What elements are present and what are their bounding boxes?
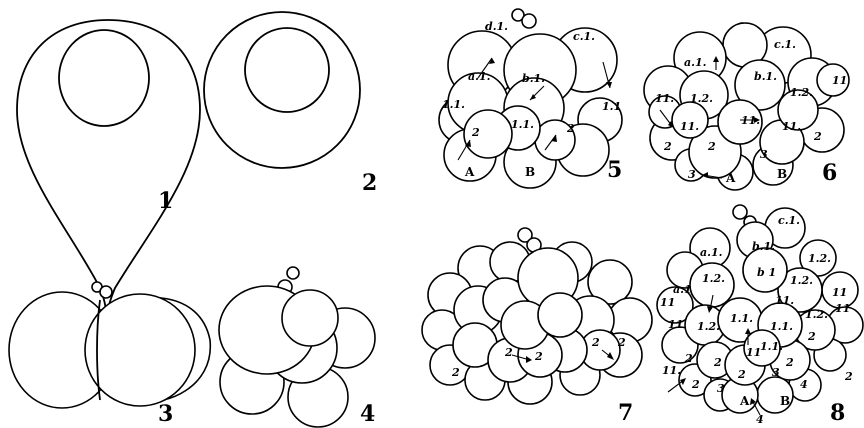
- cell-label: 1.2.: [805, 308, 828, 321]
- polar-body: [522, 14, 536, 28]
- cell-label: 2: [785, 356, 794, 369]
- egg-outline: [204, 12, 360, 168]
- cell-label: 1.1.: [760, 340, 783, 353]
- figure-number-5: 5: [607, 157, 622, 183]
- cell-label: 2: [713, 356, 722, 369]
- cell-label: a.1.: [700, 246, 723, 259]
- cell-label: 11.: [655, 92, 674, 105]
- cell-label: 11.: [662, 364, 681, 377]
- cell-label: 1.1.: [442, 98, 465, 111]
- cell-label: 11: [668, 318, 683, 331]
- cell-label: 11.: [782, 120, 801, 133]
- cell-label: c.1.: [778, 214, 800, 227]
- cell-label: 1.2.: [808, 252, 831, 265]
- figure-7: 2 2 2 2 2 7: [422, 228, 652, 426]
- cell-label: 1.1: [602, 100, 621, 113]
- cell-label: 1.1.: [730, 312, 753, 325]
- cell-label: 11: [832, 74, 847, 87]
- cell-label: 3: [688, 168, 696, 181]
- figure-number-1: 1: [158, 188, 173, 214]
- pole-label: B: [780, 394, 790, 408]
- figure-number-7: 7: [618, 400, 633, 426]
- cell-label: 11: [660, 296, 675, 309]
- cell-label: d.1.: [485, 20, 508, 33]
- cell-label: 1.2.: [702, 272, 725, 285]
- cell-label: 2: [737, 368, 746, 381]
- figure-6: c.1. a.1. b.1. 1.2. 1.2. 11 11. 11. 11. …: [644, 23, 849, 190]
- cell-label: 1.2.: [790, 86, 813, 99]
- cell-label: a.1: [673, 283, 692, 296]
- cell-label: 2: [691, 378, 700, 391]
- cell-label: 1.1.: [770, 320, 793, 333]
- cell-label: 3: [760, 148, 768, 161]
- cell-label: 11.: [680, 120, 699, 133]
- cell-label: 2: [684, 352, 693, 365]
- cell-label: 11: [832, 286, 847, 299]
- cell-label: 2: [813, 130, 822, 143]
- cell-label: 2: [504, 346, 513, 359]
- cell-label: 3: [717, 382, 725, 395]
- figure-number-2: 2: [362, 170, 377, 196]
- cell-label: 3: [772, 366, 780, 379]
- figure-8: c.1. a.1. b.1. 1.2. a.1 1.2. b 1 1.2. 11…: [657, 205, 863, 426]
- cell-label: 2: [591, 336, 600, 349]
- cell-label: 2: [707, 140, 716, 153]
- figure-number-3: 3: [158, 401, 173, 427]
- cell-label: c.1.: [774, 38, 796, 51]
- cell-label: 2: [807, 330, 816, 343]
- figure-2: 2: [204, 12, 377, 196]
- cell-label: 2: [451, 366, 460, 379]
- figure-3: 3: [9, 282, 210, 427]
- cell-label: 11: [835, 302, 850, 315]
- cell-label: 4: [800, 378, 808, 391]
- figure-4: 4: [219, 267, 375, 427]
- blastomere: [538, 293, 582, 337]
- blastomere-right: [85, 294, 195, 406]
- cell-label: b.1.: [754, 70, 777, 83]
- polar-body: [100, 286, 112, 298]
- cell-label: b 1: [757, 266, 776, 279]
- polar-body: [287, 267, 299, 279]
- pole-label: B: [777, 167, 787, 181]
- cell-label: b.1.: [752, 240, 775, 253]
- nucleus: [59, 30, 149, 126]
- cell-label: 2: [617, 336, 626, 349]
- cell-label: a.1.: [684, 56, 707, 69]
- cell-label: b.1.: [522, 72, 545, 85]
- cell-label: 2: [471, 126, 480, 139]
- polar-body: [733, 205, 747, 219]
- nucleus: [245, 28, 329, 112]
- cell-label: 2: [663, 140, 672, 153]
- figure-5: d.1. c.1. a.1. b.1. 1.1. 1.1 1.1. 2 2 A …: [0, 0, 622, 188]
- pole-label: B: [525, 165, 535, 179]
- pole-label: A: [725, 171, 736, 185]
- cell-label: 1.2.: [790, 274, 813, 287]
- cell-label: 1.2.: [697, 320, 720, 333]
- arrowhead: [606, 82, 612, 88]
- cell-label: 2: [534, 350, 543, 363]
- blastomere: [282, 290, 338, 346]
- cell-label: 11.: [775, 294, 794, 307]
- cell-label: 2: [566, 122, 575, 135]
- figure-number-6: 6: [822, 160, 837, 186]
- cell-label: c.1.: [573, 30, 595, 43]
- cell-label: 1.2.: [690, 92, 713, 105]
- figure-number-8: 8: [830, 400, 845, 426]
- cell-label: 1.1.: [511, 118, 534, 131]
- cell-label: 2: [844, 370, 853, 383]
- pole-label: A: [464, 165, 475, 179]
- figure-number-4: 4: [360, 401, 375, 427]
- pole-label: A: [739, 394, 750, 408]
